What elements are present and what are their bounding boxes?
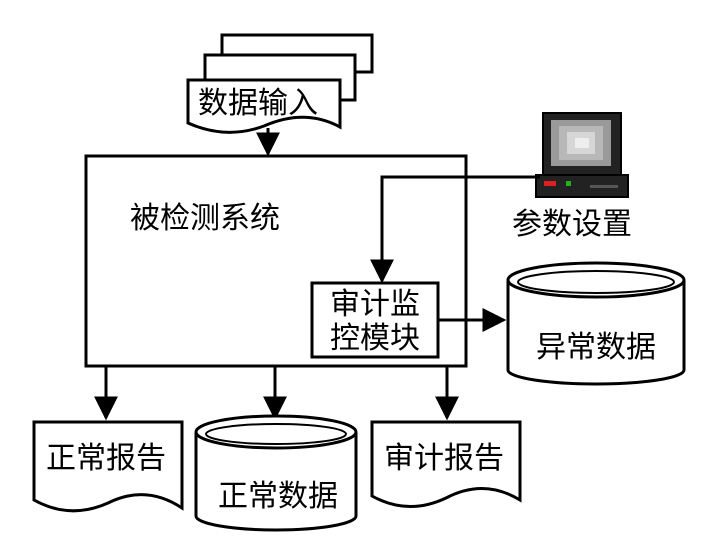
abnormal-data-label: 异常数据 <box>536 330 656 365</box>
drive-slot <box>590 185 618 188</box>
data-input-label: 数据输入 <box>198 86 318 121</box>
green-led <box>566 181 571 186</box>
red-led <box>544 181 556 186</box>
param-settings-label: 参数设置 <box>512 207 632 242</box>
audit-report-label: 审计报告 <box>384 441 504 476</box>
normal-data-cylinder: 正常数据 <box>194 414 358 532</box>
settings-to-module-arrow <box>370 175 540 284</box>
data-input-doc-front <box>186 78 342 134</box>
audit-module-label-line2: 控模块 <box>330 321 420 356</box>
normal-report-label: 正常报告 <box>46 441 166 476</box>
data-input-stack: 数据输入 <box>186 33 374 134</box>
computer-base <box>535 174 629 198</box>
audit-report-doc: 审计报告 <box>370 420 522 508</box>
system-label: 被检测系统 <box>130 201 280 236</box>
normal-report-doc: 正常报告 <box>32 420 184 513</box>
audit-module-label-line1: 审计监 <box>330 287 420 322</box>
normal-data-label: 正常数据 <box>218 479 338 514</box>
abnormal-data-cylinder: 异常数据 <box>506 261 686 386</box>
computer-icon <box>535 112 629 198</box>
